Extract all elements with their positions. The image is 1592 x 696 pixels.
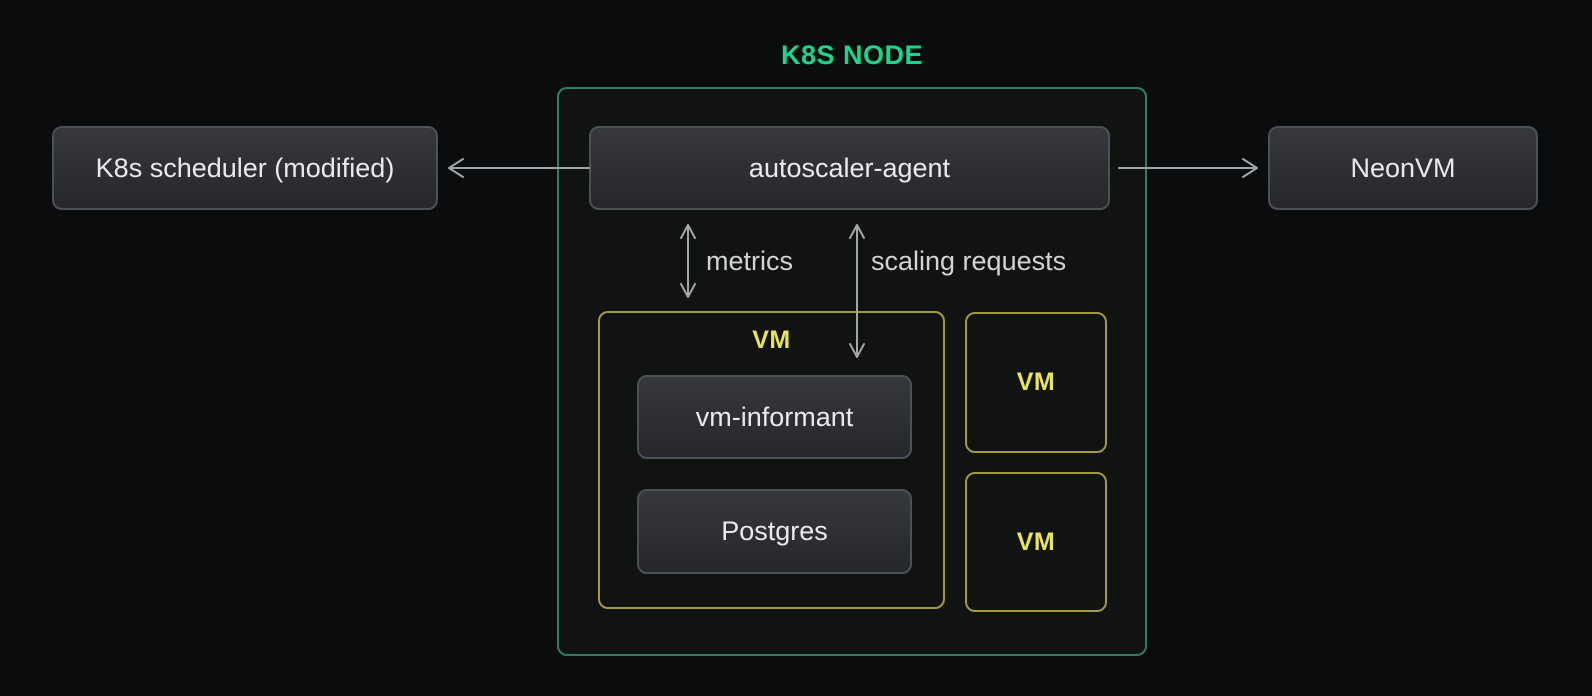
node-postgres: Postgres bbox=[637, 489, 912, 574]
vm-group-2: VM bbox=[965, 312, 1107, 453]
metrics-edge-label: metrics bbox=[706, 246, 793, 276]
vm-group-3-label: VM bbox=[1016, 527, 1056, 556]
vm-group-3: VM bbox=[965, 472, 1107, 612]
node-neonvm: NeonVM bbox=[1268, 126, 1538, 210]
k8s-node-title: K8S NODE bbox=[780, 40, 924, 70]
node-vm-informant: vm-informant bbox=[637, 375, 912, 459]
node-k8s-scheduler: K8s scheduler (modified) bbox=[52, 126, 438, 210]
node-autoscaler-agent: autoscaler-agent bbox=[589, 126, 1110, 210]
vm-group-main-label: VM bbox=[752, 326, 791, 354]
vm-group-2-label: VM bbox=[1016, 368, 1056, 396]
scaling-requests-edge-label: scaling requests bbox=[871, 246, 1067, 276]
